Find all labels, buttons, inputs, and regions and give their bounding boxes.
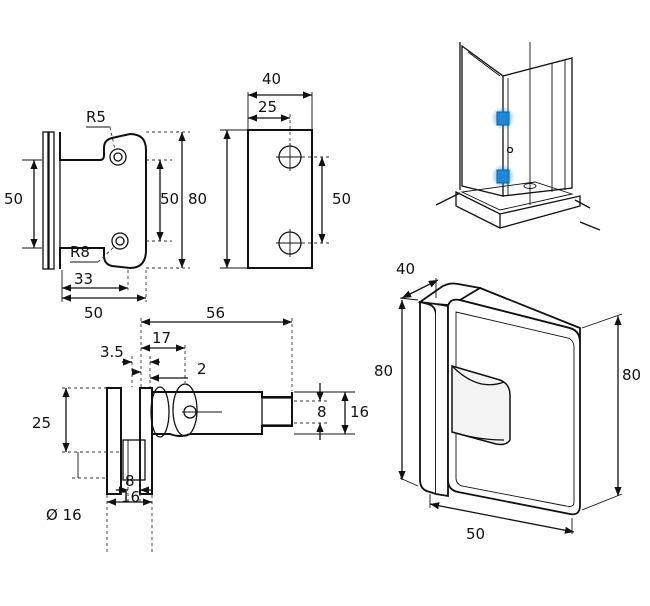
shower-tray-inner [460,181,574,211]
label-front-50-left: 50 [4,190,23,208]
shower-tray [455,190,581,229]
label-side-40: 40 [262,70,281,88]
label-25: 25 [32,414,51,432]
label-side-50: 50 [332,190,351,208]
pivot-cylinder [150,386,170,438]
dim-iso-40 [401,279,439,299]
side-view: 40 25 50 [220,70,351,269]
label-16-right: 16 [350,403,369,421]
leader-r8 [97,245,116,263]
label-iso-80-left: 80 [374,362,393,380]
label-3-5: 3.5 [100,343,124,361]
floor-line [574,199,591,209]
label-iso-40: 40 [396,260,415,278]
label-r8: R8 [70,243,90,261]
door-handle-icon [506,146,514,154]
label-r5: R5 [86,108,106,126]
ext-line [399,297,419,301]
hinge-bottom-marker [496,169,510,184]
ext-line [581,493,623,511]
front-view: R5 R8 50 50 80 33 50 [4,108,207,322]
label-8-bottom: 8 [125,472,135,490]
label-diameter-16: Ø 16 [46,506,82,524]
pivot-ring [172,383,198,437]
glass-panel-right [502,57,573,197]
side-face-top [457,286,581,343]
ext-line [581,313,623,329]
pivot-curve [451,431,505,441]
label-front-80: 80 [188,190,207,208]
glass-frame [467,51,501,77]
screw-top-inner [113,152,123,162]
label-2: 2 [197,360,207,378]
label-iso-80-right: 80 [622,366,641,384]
screw-bottom-icon [111,232,129,250]
glass-right [139,387,153,495]
label-side-25: 25 [258,98,277,116]
label-17: 17 [152,329,171,347]
label-front-50-bottom: 50 [84,304,103,322]
screw-top-icon [109,148,127,166]
shower-enclosure-illustration [435,42,601,231]
hinge-top-marker [496,111,510,126]
label-16-bottom: 16 [121,488,140,506]
drain-icon [523,183,537,189]
label-56: 56 [206,304,225,322]
pivot-curve [451,365,505,386]
section-view: 56 17 3.5 2 25 8 16 8 16 Ø 16 [32,304,369,552]
screw-bottom-inner [115,236,125,246]
leader-r5 [109,126,116,151]
pivot-body [122,439,146,481]
hinge-body-outline [59,132,147,270]
glass-plate-back [419,300,437,496]
isometric-view: 40 80 80 50 [374,260,641,543]
pivot-cutout [451,365,511,446]
glass-plate-inner [48,131,55,270]
plate-outline [247,129,313,269]
label-front-50-right: 50 [160,190,179,208]
glass-left [106,387,122,495]
label-front-33: 33 [74,270,93,288]
label-iso-50: 50 [466,525,485,543]
dim-iso-50 [429,502,575,534]
glass-plate-mid [435,303,449,498]
floor-line [579,221,601,231]
ext-line [399,477,419,487]
hinge-body-front [447,298,581,516]
glass-plate-outer [42,131,49,270]
label-8-right: 8 [317,403,327,421]
